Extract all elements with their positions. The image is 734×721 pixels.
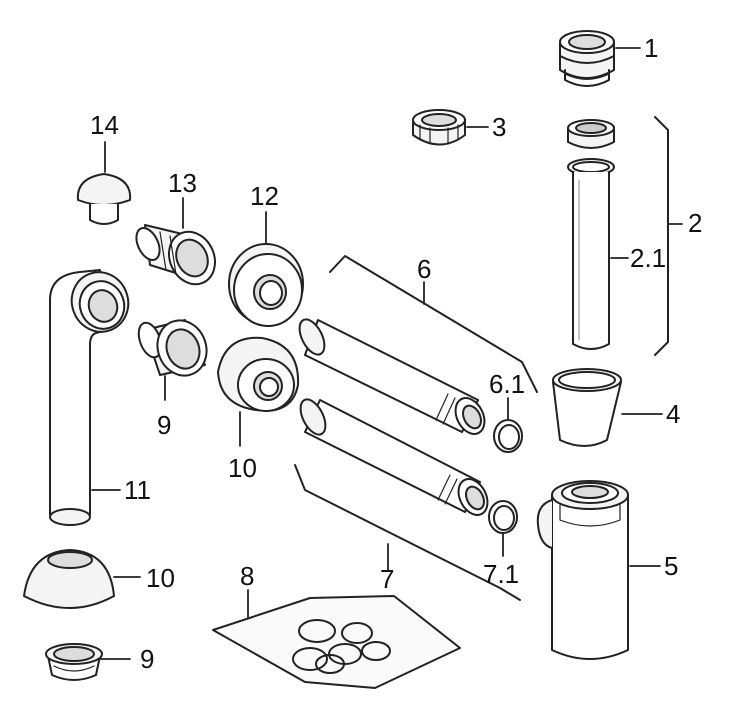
part-10-rosette-lower xyxy=(23,549,115,609)
part-4-cup xyxy=(552,368,622,447)
label-part-12: 12 xyxy=(250,181,279,211)
part-10-rosette-upper xyxy=(217,336,300,412)
part-1-threaded-nut xyxy=(559,30,615,87)
part-2-dip-tube-assembly xyxy=(567,119,615,350)
label-part-13: 13 xyxy=(168,168,197,198)
part-11-elbow-pipe xyxy=(49,269,130,526)
part-6-pipe xyxy=(298,318,486,435)
label-part-4: 4 xyxy=(666,399,681,429)
label-part-3: 3 xyxy=(492,112,507,142)
label-part-6-1: 6.1 xyxy=(489,369,526,399)
part-9-seal-upper xyxy=(137,319,208,377)
label-part-1: 1 xyxy=(644,33,659,63)
label-part-9-lower: 9 xyxy=(140,644,155,674)
part-13-reducer xyxy=(135,224,216,286)
label-part-10-lower: 10 xyxy=(146,563,175,593)
part-14-cap xyxy=(76,173,132,225)
label-part-5: 5 xyxy=(664,551,679,581)
part-5-trap-body xyxy=(536,480,629,660)
label-part-9-upper: 9 xyxy=(157,410,172,440)
part-7-1-ring xyxy=(488,500,518,534)
part-9-seal-lower xyxy=(45,643,103,681)
label-part-2: 2 xyxy=(688,208,703,238)
label-part-11: 11 xyxy=(124,475,151,505)
part-6-1-ring xyxy=(493,419,523,453)
part-3-nut xyxy=(412,109,466,146)
label-part-10-upper: 10 xyxy=(228,453,257,483)
bracket-part-6 xyxy=(329,255,538,393)
bracket-part-2 xyxy=(654,116,669,356)
part-8-seal-kit-bag xyxy=(212,595,461,689)
label-part-7: 7 xyxy=(380,564,395,594)
leader-lines xyxy=(91,47,683,660)
part-12-rosette xyxy=(228,243,304,327)
label-part-7-1: 7.1 xyxy=(483,559,520,589)
label-part-6: 6 xyxy=(417,254,432,284)
part-7-pipe xyxy=(299,398,489,516)
label-part-14: 14 xyxy=(90,110,119,140)
label-part-2-1: 2.1 xyxy=(630,243,667,273)
bracket-part-7 xyxy=(294,464,521,601)
label-part-8: 8 xyxy=(240,561,255,591)
